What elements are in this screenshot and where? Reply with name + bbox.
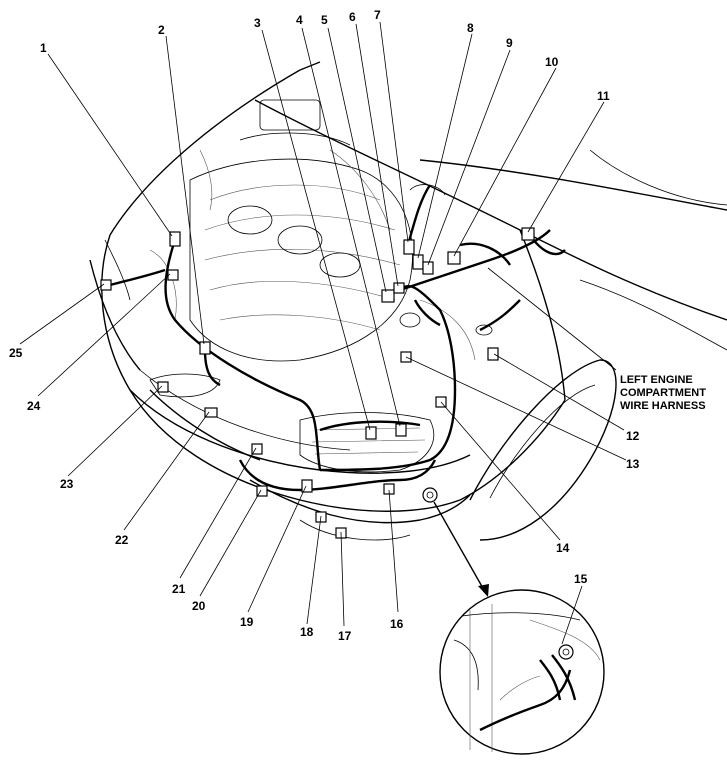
connector-4 <box>395 423 407 437</box>
callout-labels: 1 2 3 4 5 6 7 8 9 10 11 12 13 14 15 16 1… <box>9 8 640 643</box>
callout-12: 12 <box>626 429 640 443</box>
callout-19: 19 <box>240 615 254 629</box>
callout-1: 1 <box>40 41 47 55</box>
callout-24: 24 <box>27 399 41 413</box>
connector-2 <box>199 341 211 355</box>
connector-5 <box>381 289 395 303</box>
harness-label-line2: COMPARTMENT <box>620 387 706 399</box>
connector-25 <box>100 279 112 291</box>
callout-6: 6 <box>349 10 356 24</box>
callout-3: 3 <box>254 16 261 30</box>
callout-10: 10 <box>545 55 559 69</box>
connector-9 <box>422 261 434 275</box>
callout-5: 5 <box>321 13 328 27</box>
callout-18: 18 <box>300 625 314 639</box>
callout-14: 14 <box>556 541 570 555</box>
detail-arrow <box>433 501 489 597</box>
connector-19 <box>301 479 313 493</box>
connector-21 <box>251 443 263 455</box>
callout-13: 13 <box>626 457 640 471</box>
car-body-outline <box>89 61 727 541</box>
callout-7: 7 <box>374 8 381 22</box>
callout-2: 2 <box>158 23 165 37</box>
callout-22: 22 <box>115 533 129 547</box>
callout-4: 4 <box>296 13 303 27</box>
leader-lines <box>19 21 627 645</box>
callout-8: 8 <box>467 21 474 35</box>
connector-20 <box>256 485 268 497</box>
harness-label-line3: WIRE HARNESS <box>620 400 706 412</box>
connector-7 <box>403 239 415 255</box>
connector-22 <box>204 407 218 418</box>
main-wire-harness <box>109 184 566 492</box>
detail-inset <box>439 589 605 755</box>
connector-6 <box>393 282 405 294</box>
callout-17: 17 <box>338 629 352 643</box>
callout-9: 9 <box>506 36 513 50</box>
callout-25: 25 <box>9 346 23 360</box>
connector-23 <box>157 381 169 393</box>
connector-24 <box>167 269 179 281</box>
connector-11 <box>521 227 535 241</box>
callout-15: 15 <box>574 572 588 586</box>
connector-10 <box>447 251 461 265</box>
callout-21: 21 <box>172 582 186 596</box>
callout-16: 16 <box>390 617 404 631</box>
connector-1 <box>169 231 181 247</box>
harness-label: LEFT ENGINE COMPARTMENT WIRE HARNESS <box>620 374 706 412</box>
callout-20: 20 <box>192 599 206 613</box>
connector-12 <box>487 347 499 361</box>
connector-ground <box>422 487 438 503</box>
connector-3 <box>365 426 377 440</box>
callout-11: 11 <box>597 89 610 103</box>
harness-label-line1: LEFT ENGINE <box>620 374 693 386</box>
callout-23: 23 <box>60 477 74 491</box>
